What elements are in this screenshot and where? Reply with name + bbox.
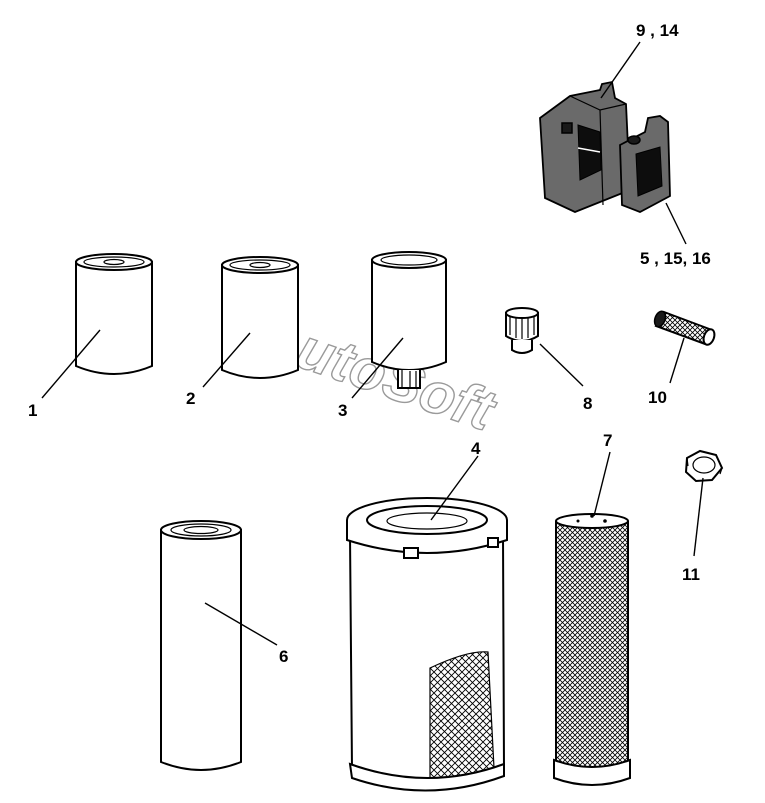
callout-11: 11 <box>682 565 700 584</box>
part-1-filter-illustration <box>75 253 153 375</box>
leader-2 <box>202 332 251 388</box>
callout-5-15-16: 5 , 15, 16 <box>640 249 711 268</box>
part-11-plug-illustration <box>684 449 724 483</box>
callout-1: 1 <box>28 401 37 420</box>
leader-1 <box>41 329 101 399</box>
leader-8 <box>539 343 584 387</box>
part-10-cylinder-illustration <box>653 310 716 346</box>
callout-2: 2 <box>186 389 195 408</box>
callout-8: 8 <box>583 394 592 413</box>
leader-9-14 <box>600 41 641 99</box>
part-9-14-canister-illustration <box>539 80 631 213</box>
leader-7 <box>593 451 611 517</box>
part-2-filter-illustration <box>221 256 299 379</box>
part-7-safety-element-illustration <box>553 513 631 786</box>
callout-3: 3 <box>338 401 347 420</box>
callout-9-14: 9 , 14 <box>636 21 679 40</box>
leader-11 <box>693 477 704 557</box>
leader-3 <box>351 337 404 399</box>
leader-5-15-16 <box>665 202 687 245</box>
part-4-air-filter-illustration <box>346 497 508 792</box>
callout-7: 7 <box>603 431 612 450</box>
leader-6 <box>204 602 278 646</box>
part-8-breather-illustration <box>505 307 539 354</box>
callout-4: 4 <box>471 439 481 458</box>
leader-4 <box>430 455 479 521</box>
part-5-15-16-canister-illustration <box>619 115 671 213</box>
callout-6: 6 <box>279 647 288 666</box>
part-3-fuel-filter-illustration <box>371 251 447 389</box>
leader-10 <box>669 337 685 384</box>
callout-10: 10 <box>648 388 667 407</box>
part-6-long-filter-illustration <box>160 520 242 771</box>
